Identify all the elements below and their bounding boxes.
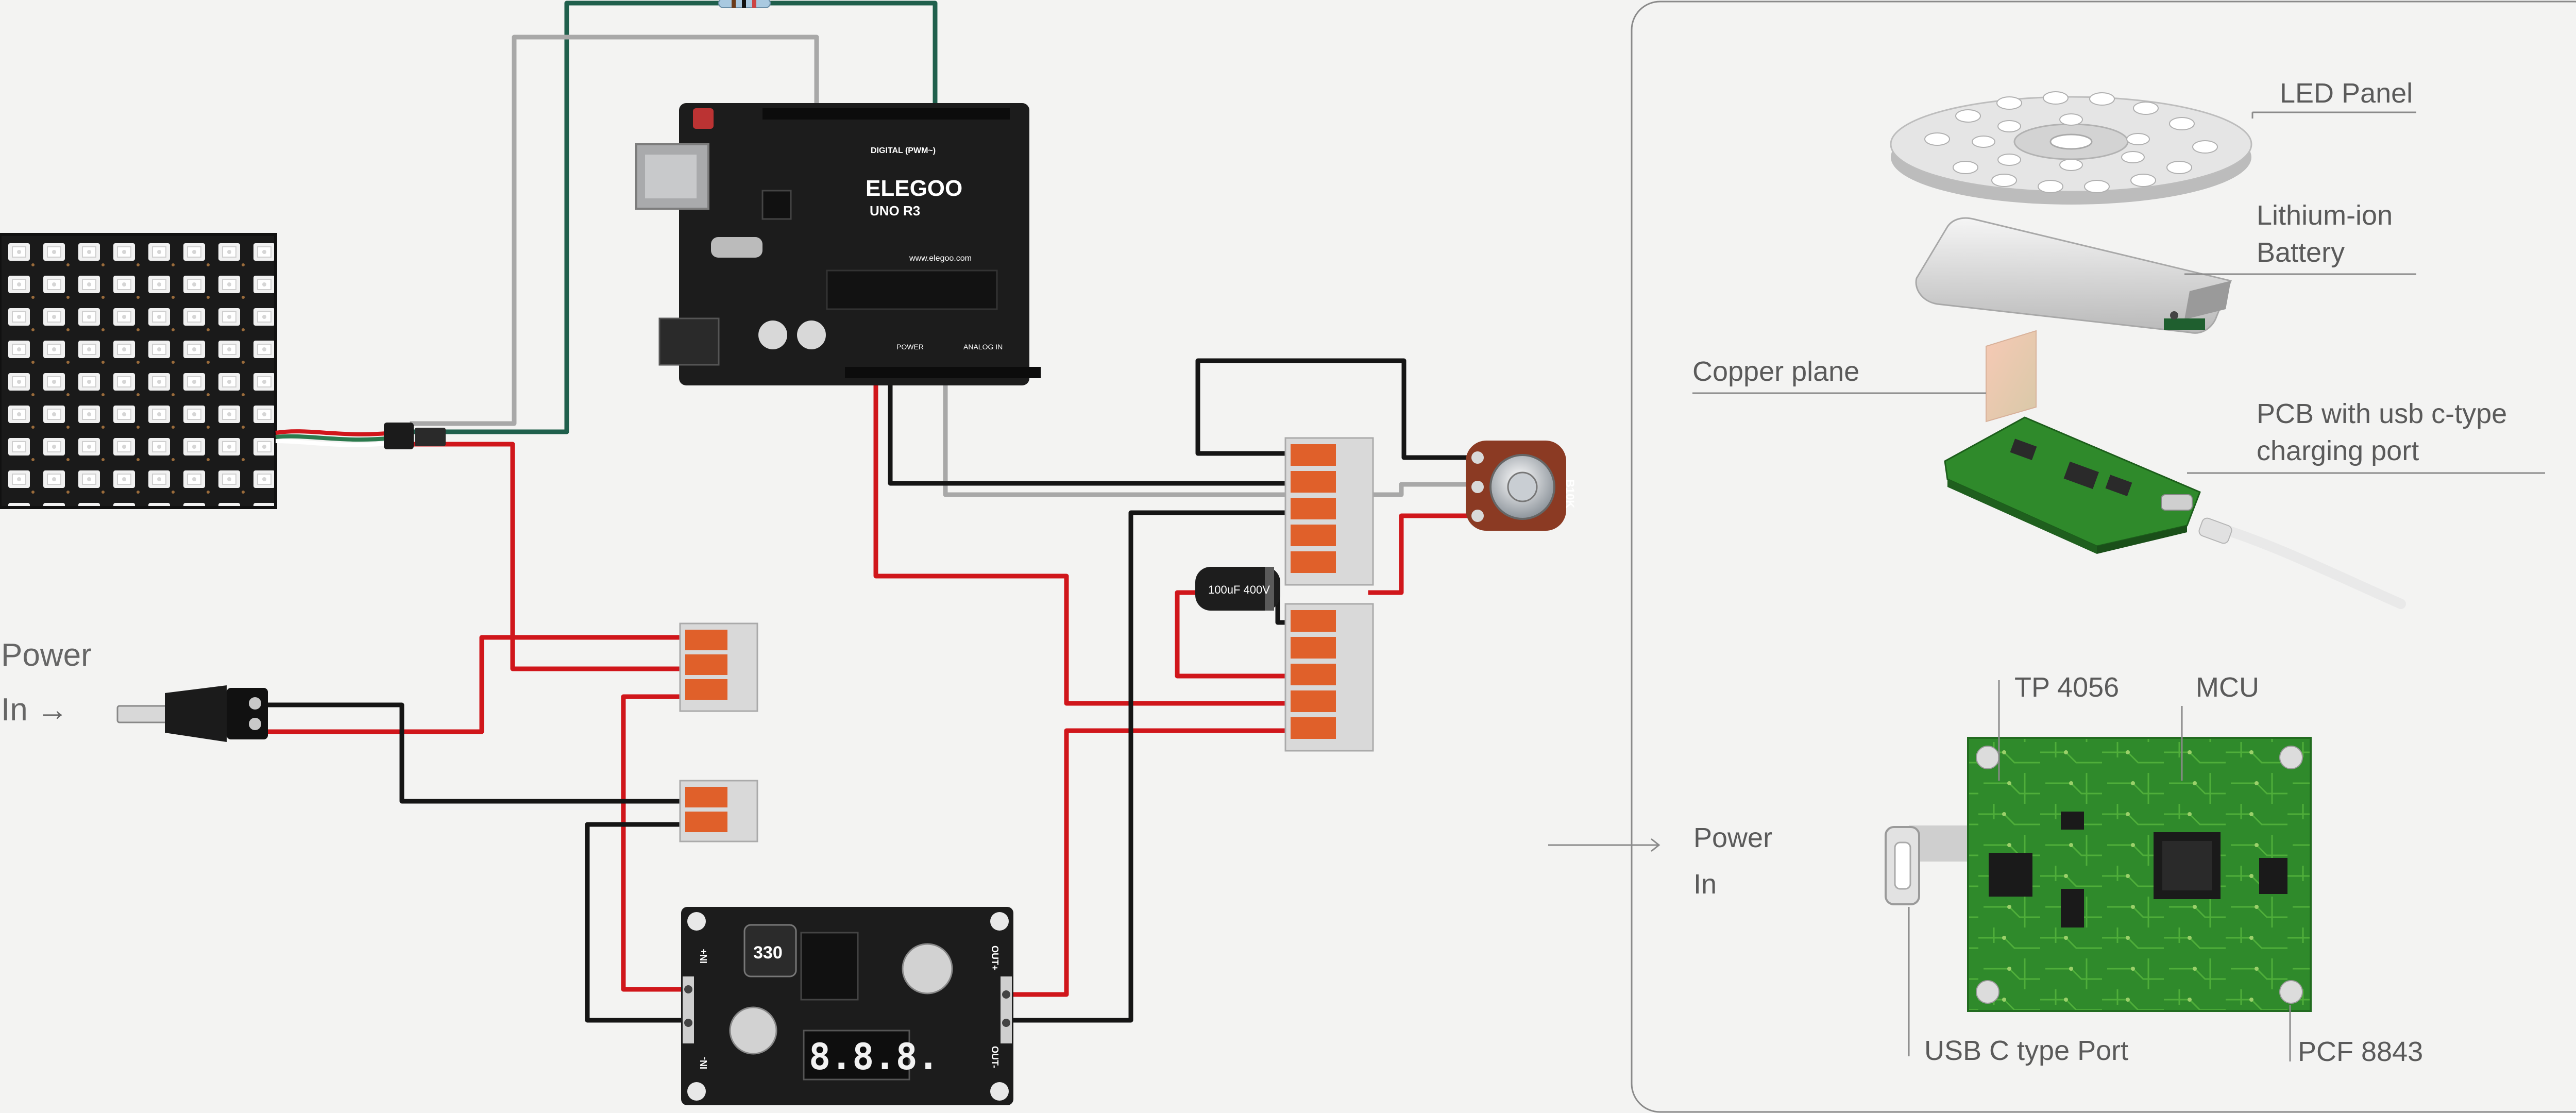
black-wire-dc: [260, 702, 688, 804]
power-in-right-line1: Power: [1693, 822, 1773, 853]
regulator-in-plus: IN+: [699, 949, 709, 964]
potentiometer-label: B10K: [1564, 479, 1577, 508]
wago-2-bottom: [679, 780, 758, 842]
gray-wire-pot: [1368, 482, 1476, 497]
pcb-label-line2: charging port: [2257, 435, 2419, 466]
red-wire-dc: [260, 635, 688, 734]
power-in-arrow-icon: [1548, 838, 1660, 852]
regulator-inductor: 330: [753, 943, 783, 963]
pcb-top-view: [1885, 737, 2312, 1012]
black-wire-reg-out: [1010, 510, 1296, 1023]
regulator-out-plus: OUT+: [990, 946, 1000, 971]
red-wire-led: [410, 442, 688, 671]
arduino-digital: DIGITAL (PWM~): [871, 146, 936, 155]
buck-regulator: 330 8.8.8. IN+ IN- OUT+ OUT-: [681, 907, 1013, 1105]
capacitor: 100uF 400V: [1195, 567, 1280, 611]
red-wire-reg-in: [621, 694, 693, 992]
wago-5-lower: [1284, 603, 1374, 752]
pcf8843-label: PCF 8843: [2298, 1036, 2424, 1067]
arduino-model: UNO R3: [870, 203, 920, 218]
exploded-view-panel: [1548, 1, 2576, 1113]
led-panel-illustration: [1890, 91, 2252, 205]
copper-plane-illustration: [1986, 330, 2037, 423]
gray-wire-arduino: [410, 35, 819, 426]
gray-wire-analog: [943, 373, 1296, 497]
pcb-illustration: [1944, 416, 2406, 609]
arduino-url: www.elegoo.com: [909, 254, 972, 263]
black-wire-reg: [585, 822, 693, 1023]
tp4056-label: TP 4056: [2014, 672, 2120, 703]
battery-label-line1: Lithium-ion: [2257, 200, 2393, 231]
battery-illustration: [1915, 217, 2232, 334]
potentiometer: B10K: [1466, 441, 1577, 531]
resistor: [718, 0, 771, 8]
red-wire-pot: [1368, 513, 1476, 595]
dc-power-jack: [116, 685, 268, 742]
red-wire-reg-out: [1010, 728, 1296, 997]
battery-label-line2: Battery: [2257, 237, 2345, 268]
arduino-power: POWER: [896, 343, 924, 351]
led-matrix: [0, 233, 446, 509]
led-panel-label: LED Panel: [2280, 78, 2413, 109]
usb-c-port-label: USB C type Port: [1924, 1035, 2129, 1066]
red-wire-arduino: [873, 373, 1296, 706]
regulator-display: 8.8.8.: [809, 1036, 939, 1078]
regulator-in-minus: IN-: [699, 1057, 709, 1069]
black-wire-arduino: [888, 373, 1296, 486]
power-in-right-line2: In: [1693, 869, 1717, 900]
wago-5-upper: [1284, 437, 1374, 586]
black-wire-loop: [1195, 358, 1476, 460]
arduino-brand: ELEGOO: [866, 176, 962, 201]
mcu-label: MCU: [2196, 672, 2259, 703]
data-wire-2: [768, 1, 938, 122]
data-wire: [410, 1, 721, 434]
regulator-out-minus: OUT-: [990, 1046, 1000, 1068]
power-in-label-line1: Power: [1, 637, 92, 673]
copper-plane-label: Copper plane: [1692, 356, 1860, 387]
arduino-analog: ANALOG IN: [963, 343, 1003, 351]
pcb-label-line1: PCB with usb c-type: [2257, 398, 2507, 429]
wago-3-top: [679, 622, 758, 712]
arduino-uno: ELEGOO UNO R3 www.elegoo.com DIGITAL (PW…: [635, 103, 1041, 385]
power-in-label-line2: In →: [1, 692, 69, 728]
capacitor-label: 100uF 400V: [1208, 583, 1270, 596]
